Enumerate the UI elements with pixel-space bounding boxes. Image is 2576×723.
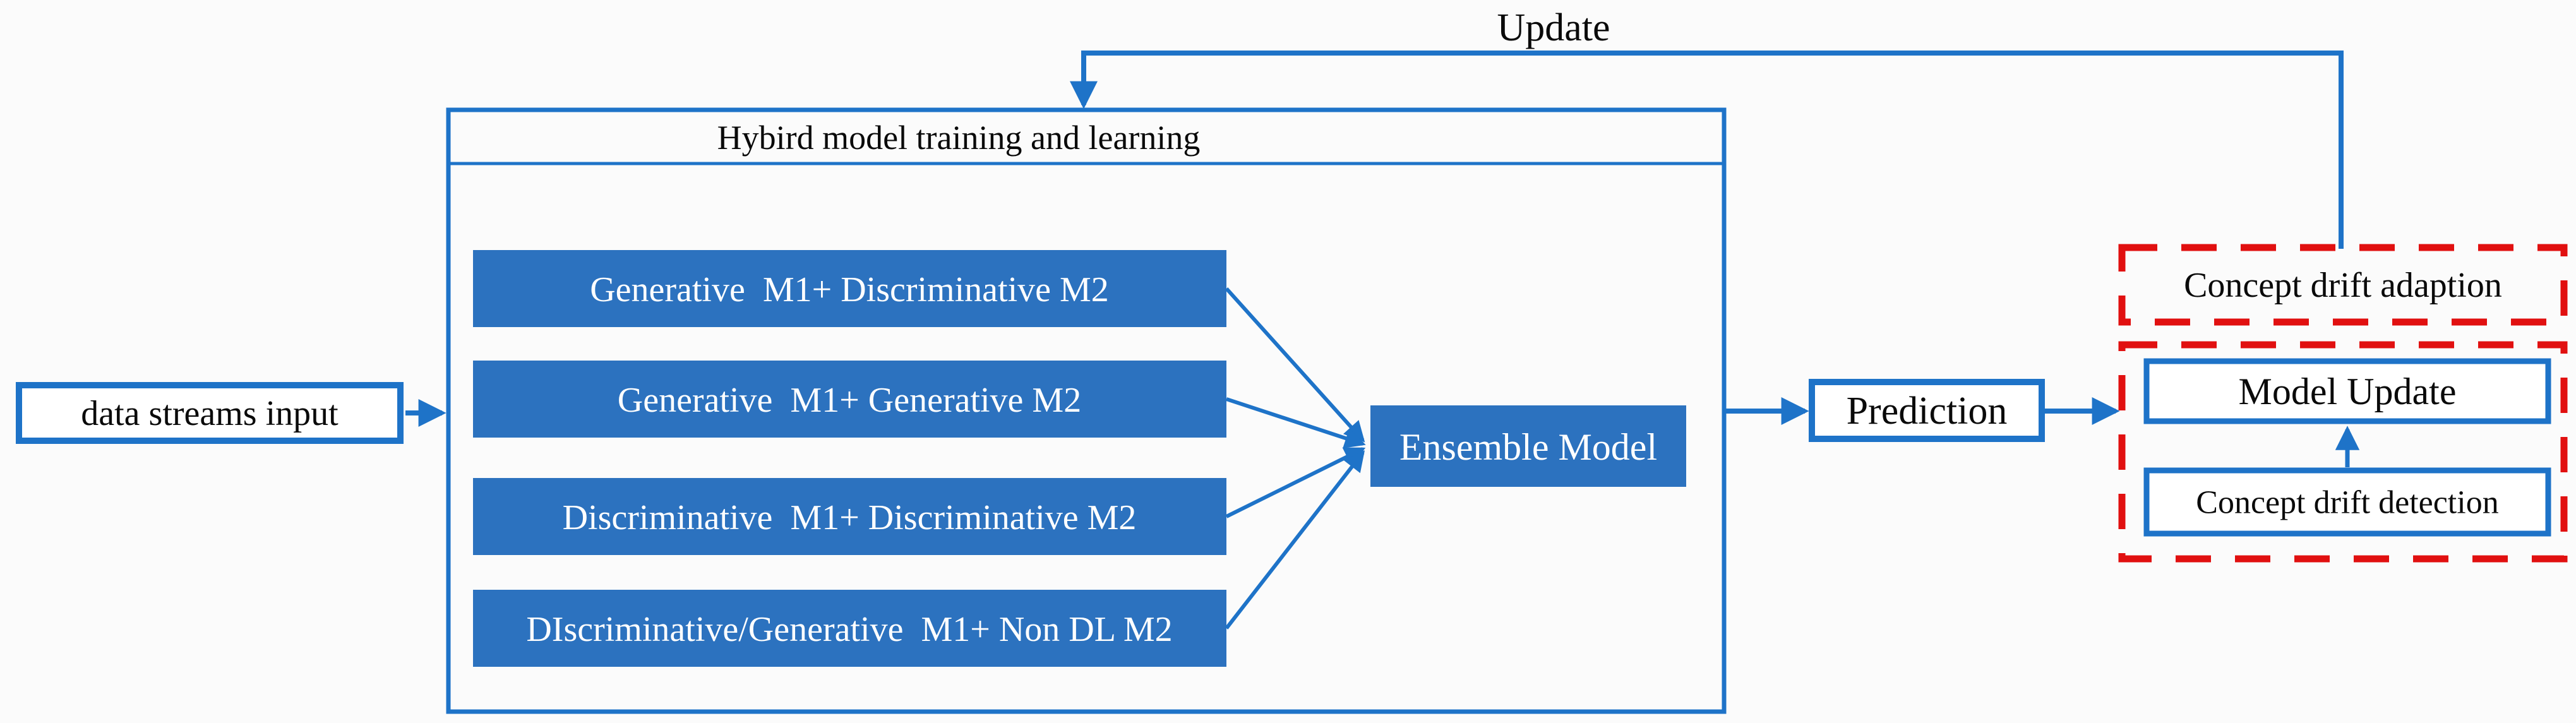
ensemble-model-label: Ensemble Model	[1399, 426, 1657, 468]
model-box-4-label: DIscriminative/Generative M1+ Non DL M2	[526, 610, 1172, 649]
data-streams-input-label: data streams input	[81, 394, 338, 433]
prediction: Prediction	[1724, 379, 2120, 442]
data-streams-input: data streams input	[16, 382, 446, 444]
data-streams-input-box	[16, 382, 404, 444]
training-container: Hybird model training and learning	[446, 107, 1727, 714]
ensemble-model: Ensemble Model	[1370, 405, 1686, 487]
update-label: Update	[1497, 6, 1610, 49]
update-feedback-arrow	[1070, 51, 2344, 249]
model-box-4	[473, 590, 1226, 667]
concept-drift-adaption: Concept drift adaption Model Update Conc…	[2118, 244, 2568, 563]
connector-box3-ensemble	[1225, 447, 1366, 518]
connector-box1-ensemble	[1225, 287, 1365, 443]
concept-drift-detection-box	[2143, 467, 2551, 537]
model-box-2	[473, 361, 1226, 438]
adaption-title: Concept drift adaption	[2184, 266, 2502, 305]
container-title: Hybird model training and learning	[717, 119, 1201, 157]
adaption-title-dashed-box	[2118, 244, 2568, 326]
connector-box4-ensemble	[1225, 450, 1365, 630]
model-box-3	[473, 478, 1226, 555]
model-box-1-label: Generative M1+ Discriminative M2	[590, 270, 1109, 309]
ensemble-model-box	[1370, 405, 1686, 487]
connector-box2-ensemble	[1226, 397, 1366, 448]
model-update-label: Model Update	[2239, 371, 2457, 412]
model-box-1	[473, 250, 1226, 327]
ensemble-connectors	[1225, 287, 1366, 630]
model-box-3-label: Discriminative M1+ Discriminative M2	[563, 498, 1137, 537]
model-combination-boxes: Generative M1+ Discriminative M2 Generat…	[473, 250, 1226, 667]
model-update-box	[2143, 358, 2551, 424]
model-box-2-label: Generative M1+ Generative M2	[618, 381, 1081, 420]
prediction-label: Prediction	[1847, 390, 2008, 433]
adaption-content-dashed-box	[2118, 341, 2568, 563]
update-feedback-loop: Update	[1070, 6, 2344, 249]
concept-drift-detection-label: Concept drift detection	[2196, 485, 2498, 521]
